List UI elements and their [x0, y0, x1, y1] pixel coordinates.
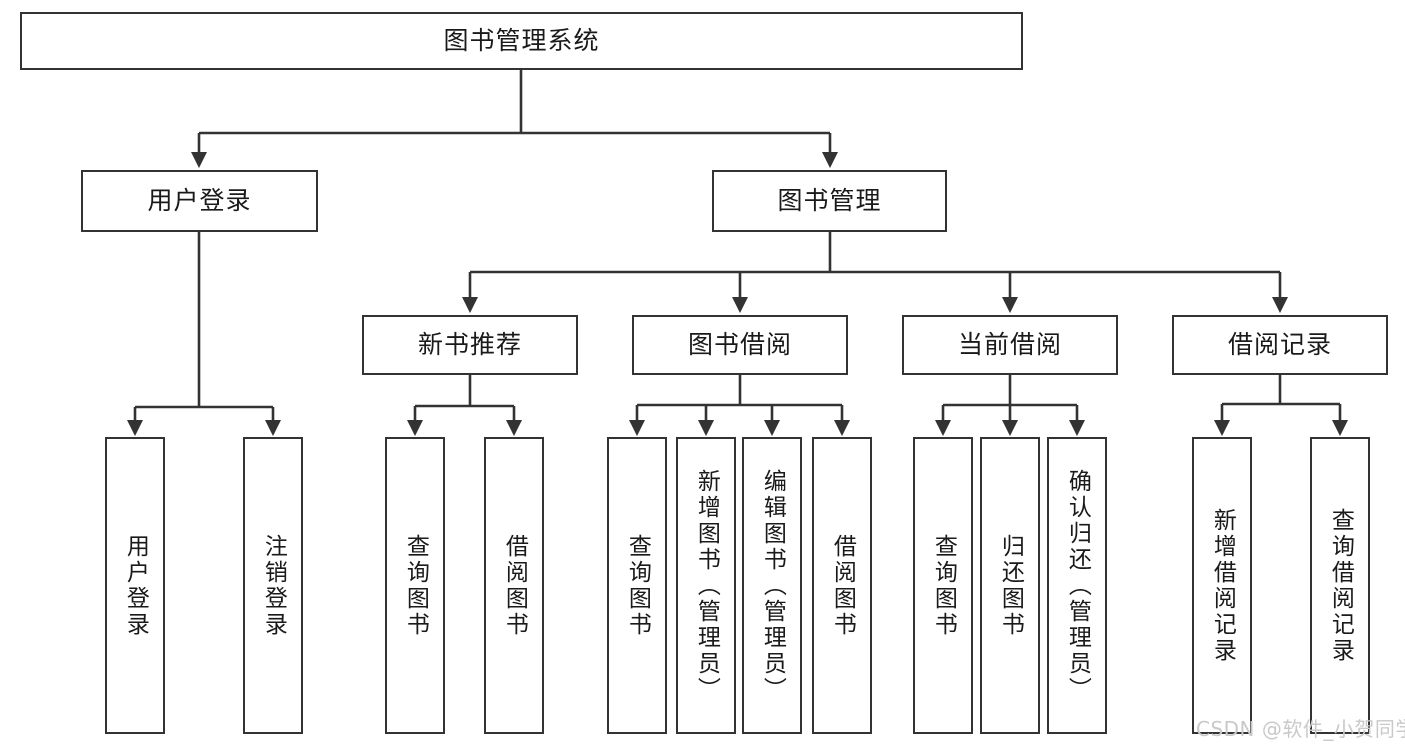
node-current-borrow[interactable]: 当前借阅 [902, 315, 1118, 375]
node-label: 确认归还（管理员） [1064, 468, 1091, 703]
node-label: 当前借阅 [957, 330, 1062, 360]
node-book-borrow[interactable]: 图书借阅 [632, 315, 848, 375]
leaf-borrow-borrow-book[interactable]: 借阅图书 [812, 437, 872, 734]
leaf-borrow-add-book-admin[interactable]: 新增图书（管理员） [676, 437, 736, 734]
leaf-current-query-book[interactable]: 查询图书 [913, 437, 973, 734]
node-label: 图书借阅 [687, 330, 792, 360]
leaf-user-login-signout[interactable]: 注销登录 [243, 437, 303, 734]
leaf-recommend-query-book[interactable]: 查询图书 [385, 437, 445, 734]
node-label: 图书管理 [777, 186, 882, 216]
node-label: 归还图书 [997, 533, 1024, 638]
node-label: 编辑图书（管理员） [759, 468, 786, 703]
node-label: 注销登录 [260, 533, 287, 638]
leaf-current-return-book[interactable]: 归还图书 [980, 437, 1040, 734]
node-label: 用户登录 [147, 186, 252, 216]
node-label: 用户登录 [122, 533, 149, 638]
node-label: 新增图书（管理员） [693, 468, 720, 703]
node-label: 图书管理系统 [443, 26, 600, 56]
node-label: 借阅图书 [829, 533, 856, 638]
node-borrow-record[interactable]: 借阅记录 [1172, 315, 1388, 375]
node-label: 查询借阅记录 [1327, 507, 1354, 664]
leaf-record-query-record[interactable]: 查询借阅记录 [1310, 437, 1370, 734]
node-label: 查询图书 [930, 533, 957, 638]
node-new-book-recommend[interactable]: 新书推荐 [362, 315, 578, 375]
leaf-current-confirm-return-admin[interactable]: 确认归还（管理员） [1047, 437, 1107, 734]
node-root-system[interactable]: 图书管理系统 [20, 12, 1023, 70]
node-label: 借阅记录 [1227, 330, 1332, 360]
node-user-login[interactable]: 用户登录 [81, 170, 318, 232]
leaf-user-login-signin[interactable]: 用户登录 [105, 437, 165, 734]
node-label: 查询图书 [402, 533, 429, 638]
leaf-recommend-borrow-book[interactable]: 借阅图书 [484, 437, 544, 734]
node-label: 查询图书 [624, 533, 651, 638]
leaf-record-add-record[interactable]: 新增借阅记录 [1192, 437, 1252, 734]
leaf-borrow-edit-book-admin[interactable]: 编辑图书（管理员） [742, 437, 802, 734]
node-book-management[interactable]: 图书管理 [712, 170, 947, 232]
node-label: 借阅图书 [501, 533, 528, 638]
leaf-borrow-query-book[interactable]: 查询图书 [607, 437, 667, 734]
node-label: 新增借阅记录 [1209, 507, 1236, 664]
node-label: 新书推荐 [417, 330, 522, 360]
watermark-text: CSDN @软件_小贺同学 [1196, 717, 1405, 741]
